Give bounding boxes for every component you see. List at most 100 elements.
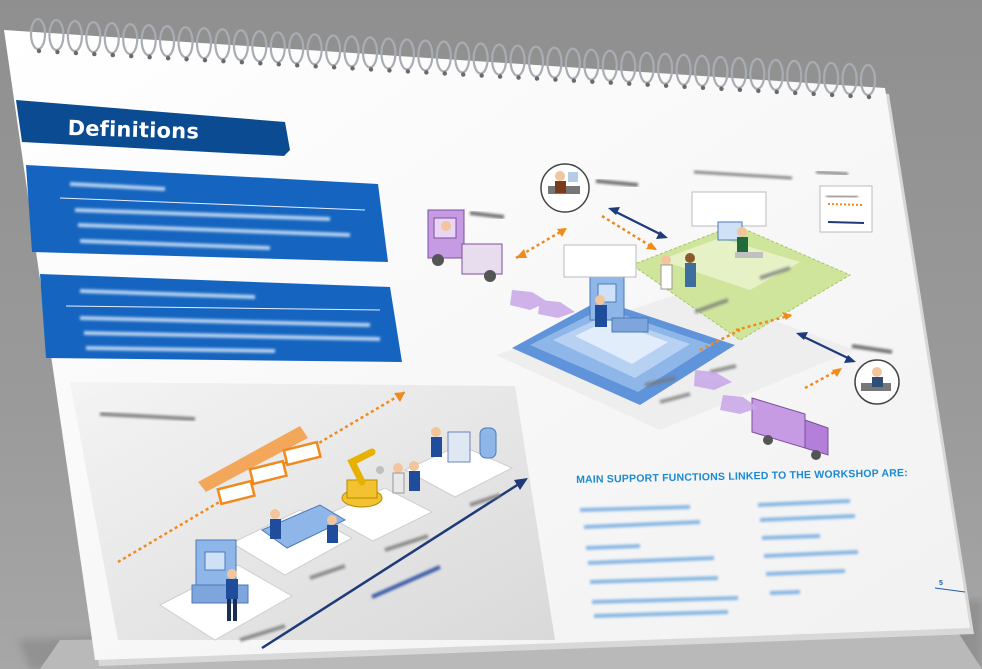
binding-ring [140, 24, 157, 57]
binding-hole [165, 55, 171, 61]
binding-hole [627, 81, 632, 86]
truck-icon [751, 397, 829, 460]
binding-ring [380, 37, 397, 70]
binding-ring [823, 61, 840, 95]
binding-hole [387, 68, 392, 73]
binding-hole [55, 49, 60, 55]
binding-hole [331, 65, 337, 70]
binding-ring [177, 26, 194, 59]
forklift-icon [427, 209, 505, 282]
machine-operator-icon [191, 539, 249, 621]
binding-ring [638, 51, 655, 84]
binding-ring [509, 44, 526, 77]
binding-hole [295, 63, 300, 68]
binding-ring [675, 53, 692, 86]
office-worker-icon [540, 163, 590, 213]
binding-ring [306, 33, 323, 66]
binding-hole [258, 61, 263, 66]
binding-hole [368, 67, 374, 72]
binding-ring [159, 25, 176, 58]
binding-hole [811, 91, 816, 97]
binding-hole [202, 58, 208, 63]
binding-ring [491, 43, 508, 76]
binding-hole [461, 72, 466, 77]
binding-ring [546, 46, 563, 79]
binding-ring [527, 45, 545, 78]
binding-ring [398, 38, 415, 71]
binding-ring [767, 58, 784, 91]
binding-ring [583, 48, 600, 81]
binding-hole [700, 85, 706, 91]
binding-hole [442, 71, 447, 76]
binding-ring [325, 34, 342, 67]
binding-hole [147, 54, 152, 60]
binding-ring [859, 63, 877, 97]
binding-ring [251, 30, 268, 63]
binding-ring [657, 52, 674, 85]
binding-ring [232, 29, 249, 62]
binding-ring [48, 18, 65, 52]
binding-hole [36, 48, 42, 54]
binding-hole [92, 51, 97, 57]
binding-ring [29, 17, 47, 51]
binding-hole [516, 75, 521, 80]
definition-box-2 [40, 274, 402, 362]
binding-ring [620, 50, 637, 83]
support-functions-list [579, 499, 859, 618]
binding-hole [313, 64, 318, 69]
binding-ring [435, 40, 452, 73]
binding-ring [712, 55, 729, 88]
binding-hole [663, 83, 669, 88]
robot-arm-icon [341, 448, 384, 508]
binding-hole [774, 89, 779, 95]
binding-hole [737, 87, 743, 93]
binding-hole [221, 59, 226, 64]
binding-hole [239, 60, 245, 65]
page-title: Definitions [67, 116, 200, 144]
binding-hole [350, 66, 355, 71]
binding-hole [129, 53, 134, 59]
binding-ring [804, 60, 821, 94]
binding-hole [405, 69, 411, 74]
binding-ring [601, 49, 618, 82]
binding-hole [848, 93, 853, 99]
binding-hole [553, 77, 558, 82]
binding-hole [534, 76, 540, 81]
binding-hole [608, 80, 613, 85]
binding-hole [73, 50, 79, 56]
binding-ring [417, 39, 434, 72]
spiral-binding [29, 17, 877, 100]
binding-hole [682, 84, 687, 89]
binding-ring [85, 20, 102, 54]
definition-box-1 [26, 165, 388, 262]
binding-ring [122, 23, 139, 56]
binding-hole [497, 74, 503, 79]
binding-hole [793, 90, 798, 96]
binding-ring [269, 31, 286, 64]
binding-ring [343, 35, 360, 68]
binding-hole [756, 88, 761, 94]
binding-ring [749, 57, 766, 90]
title-band [16, 100, 290, 156]
binding-ring [786, 59, 803, 93]
binding-ring [195, 27, 213, 60]
production-flow-panel [70, 382, 555, 650]
workshop-diagram [427, 163, 900, 460]
binding-hole [479, 73, 484, 78]
binding-ring [214, 28, 231, 61]
binding-ring [361, 36, 379, 69]
binding-hole [866, 94, 872, 100]
binding-hole [590, 79, 595, 84]
binding-ring [564, 47, 581, 80]
binding-ring [472, 42, 489, 75]
binding-hole [571, 78, 577, 83]
binding-ring [730, 56, 747, 89]
binding-hole [645, 82, 650, 87]
legend-arrow-icon [815, 170, 873, 233]
binding-hole [424, 70, 429, 75]
binding-hole [829, 92, 835, 98]
binding-ring [288, 32, 305, 65]
binding-ring [841, 62, 858, 96]
binding-ring [66, 19, 83, 53]
